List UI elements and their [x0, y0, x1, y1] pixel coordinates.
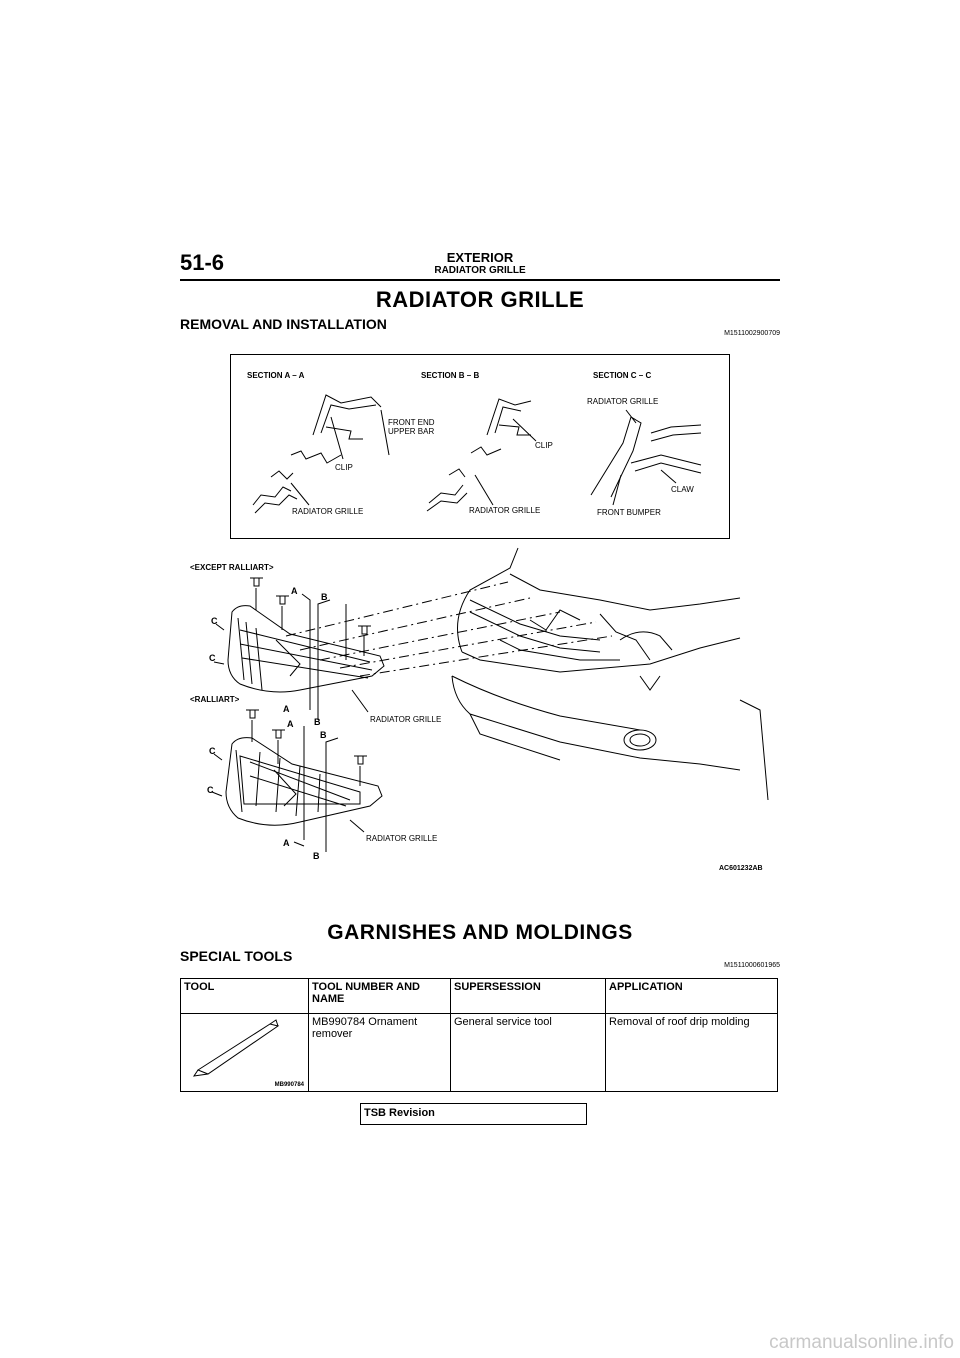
letter-c-3: C — [209, 746, 216, 756]
letter-b-1: B — [321, 592, 328, 602]
front-end-label-2: UPPER BAR — [388, 427, 435, 436]
tsb-revision-box: TSB Revision — [360, 1103, 587, 1125]
special-tools-heading: SPECIAL TOOLS — [180, 948, 293, 964]
supersession-cell: General service tool — [450, 1013, 606, 1092]
letter-a-3: A — [287, 719, 294, 729]
clip-label-b: CLIP — [535, 441, 553, 450]
table-row: MB990784 MB990784 Ornament remover Gener… — [180, 1013, 778, 1092]
letter-a-4: A — [283, 838, 290, 848]
except-ralliart-label: <EXCEPT RALLIART> — [190, 563, 274, 572]
letter-b-4: B — [313, 851, 320, 861]
removal-installation-heading: REMOVAL AND INSTALLATION — [180, 316, 387, 332]
header-rule — [180, 279, 780, 281]
letter-b-2: B — [314, 717, 321, 727]
letter-a-1: A — [291, 586, 298, 596]
front-end-label-1: FRONT END — [388, 418, 435, 427]
figure-code: AC601232AB — [719, 865, 763, 872]
section-a-label: SECTION A – A — [247, 371, 305, 380]
letter-a-2: A — [283, 704, 290, 714]
section-b-label: SECTION B – B — [421, 371, 480, 380]
garnishes-heading: GARNISHES AND MOLDINGS — [327, 921, 633, 944]
section-figure: SECTION A – A SECTION B – B SECTION C – … — [230, 354, 730, 539]
tool-image-label: MB990784 — [274, 1082, 304, 1088]
claw-label: CLAW — [671, 485, 694, 494]
section-title: EXTERIOR — [446, 250, 514, 265]
radiator-grille-label-b: RADIATOR GRILLE — [469, 506, 541, 515]
front-bumper-label: FRONT BUMPER — [597, 508, 661, 517]
application-cell: Removal of roof drip molding — [605, 1013, 778, 1092]
col-tool-number: TOOL NUMBER AND NAME — [308, 978, 451, 1014]
ornament-remover-icon — [192, 1019, 280, 1077]
clip-label-a: CLIP — [335, 463, 353, 472]
watermark: carmanualsonline.info — [769, 1332, 954, 1353]
ralliart-label: <RALLIART> — [190, 695, 240, 704]
radiator-grille-label-a: RADIATOR GRILLE — [292, 507, 364, 516]
radiator-grille-heading: RADIATOR GRILLE — [375, 287, 585, 312]
col-tool: TOOL — [180, 978, 309, 1014]
radiator-grille-callout-1: RADIATOR GRILLE — [370, 715, 442, 724]
section-drawings — [252, 394, 702, 514]
letter-c-4: C — [207, 785, 214, 795]
tool-number-cell: MB990784 Ornament remover — [308, 1013, 451, 1092]
letter-c-1: C — [211, 616, 218, 626]
subsection-title: RADIATOR GRILLE — [434, 265, 526, 276]
removal-code: M1511002900709 — [724, 330, 780, 337]
radiator-grille-label-c: RADIATOR GRILLE — [587, 397, 659, 406]
letter-c-2: C — [209, 653, 216, 663]
page-number: 51-6 — [180, 250, 225, 275]
table-header-row: TOOL TOOL NUMBER AND NAME SUPERSESSION A… — [180, 978, 778, 1014]
radiator-grille-callout-2: RADIATOR GRILLE — [366, 834, 438, 843]
tsb-revision-label: TSB Revision — [364, 1107, 435, 1119]
special-tools-table: TOOL TOOL NUMBER AND NAME SUPERSESSION A… — [180, 978, 778, 1092]
special-tools-code: M1511000601965 — [724, 962, 780, 969]
col-application: APPLICATION — [605, 978, 778, 1014]
section-c-label: SECTION C – C — [593, 371, 652, 380]
tool-image-cell: MB990784 — [180, 1013, 309, 1092]
letter-b-3: B — [320, 730, 327, 740]
col-supersession: SUPERSESSION — [450, 978, 606, 1014]
